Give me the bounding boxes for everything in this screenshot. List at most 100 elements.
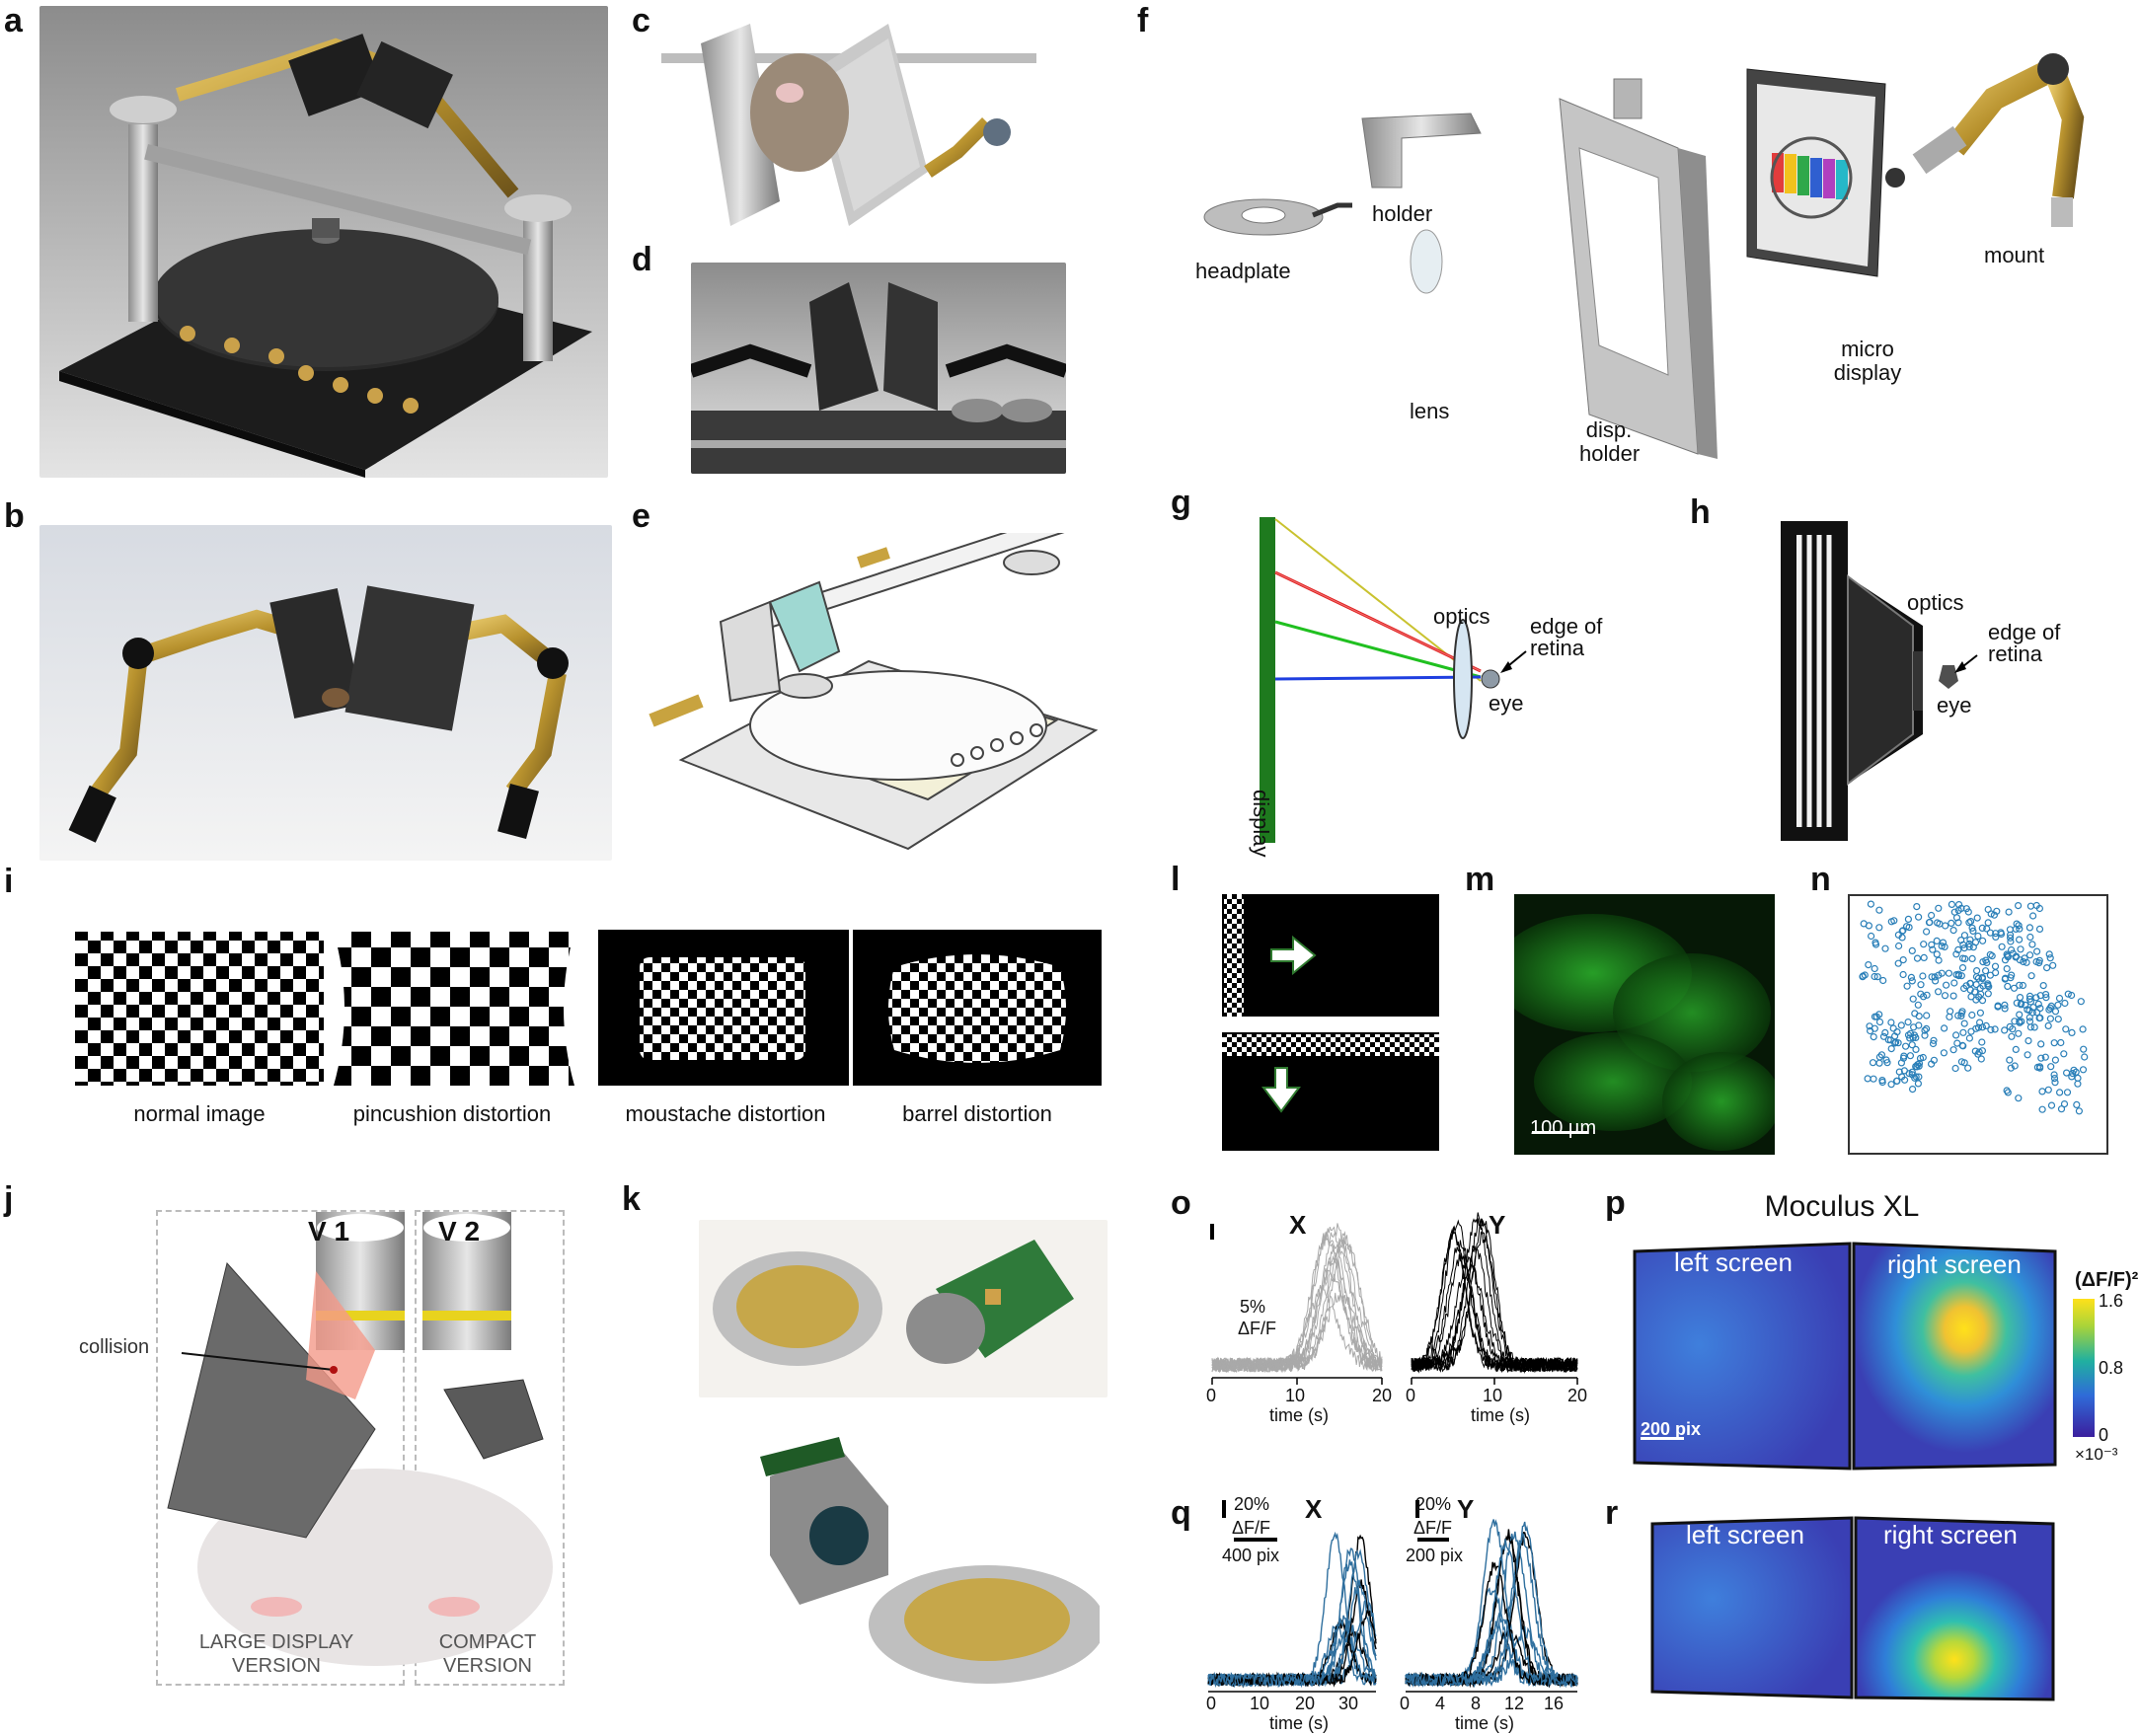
large-version-box xyxy=(156,1210,405,1686)
cell-roi-circle xyxy=(1942,981,1950,989)
mount-label: mount xyxy=(1984,243,2045,267)
compact-version-line1: COMPACT xyxy=(438,1631,537,1653)
cell-roi-circle xyxy=(1971,988,1979,996)
cell-roi-circle xyxy=(2060,1050,2068,1058)
rig-drawing-e xyxy=(632,533,1106,859)
cell-roi-circle xyxy=(1903,982,1911,990)
cell-roi-circle xyxy=(1921,1031,1929,1039)
cell-roi-circle xyxy=(1871,964,1878,973)
cell-roi-circle xyxy=(1978,1047,1986,1055)
coin-photo-top xyxy=(699,1220,1108,1397)
calcium-trace xyxy=(1207,1610,1377,1689)
r-left-label: left screen xyxy=(1686,1520,1804,1549)
cell-roi-circle xyxy=(2045,950,2053,958)
cbar-tick-low: 0 xyxy=(2099,1425,2109,1445)
cell-roi-circle xyxy=(1948,919,1955,927)
cell-roi-circle xyxy=(1875,906,1883,914)
cell-roi-circle xyxy=(1908,977,1916,985)
cell-roi-circle xyxy=(1974,974,1982,982)
q-tick-r8: 8 xyxy=(1471,1694,1482,1713)
cell-roi-circle xyxy=(2062,1025,2070,1033)
cell-roi-circle xyxy=(1962,905,1970,913)
cell-roi-circle xyxy=(2054,1015,2062,1023)
calcium-trace xyxy=(1405,1519,1578,1688)
cell-roi-circle xyxy=(1935,971,1943,979)
cell-roi-circle xyxy=(2068,991,2076,1000)
q-tick-r12: 12 xyxy=(1504,1694,1525,1713)
cell-roi-circle xyxy=(1934,988,1943,996)
cell-roi-circle xyxy=(2001,975,2009,983)
q-tick-r4: 4 xyxy=(1435,1694,1446,1713)
q-tick-r0: 0 xyxy=(1400,1694,1411,1713)
g-edge-label: edge of retina xyxy=(1530,616,1602,659)
headplate-label: headplate xyxy=(1195,259,1291,283)
cell-roi-circle xyxy=(1975,993,1983,1001)
p-scale-label: 200 pix xyxy=(1641,1419,1702,1439)
cell-roi-circle xyxy=(2007,938,2015,945)
cell-roi-circle xyxy=(2025,995,2033,1003)
cell-roi-circle xyxy=(2072,1068,2080,1076)
cell-roi-circle xyxy=(2050,1071,2058,1079)
mouse-render-j xyxy=(167,1212,553,1666)
moustache-image xyxy=(598,930,849,1086)
cell-roi-circle xyxy=(1879,976,1887,985)
disp-holder-label-line1: disp. xyxy=(1585,417,1633,442)
cell-roi-circle xyxy=(1929,1039,1938,1048)
headplate-part xyxy=(1203,198,1352,236)
cell-roi-circle xyxy=(1978,997,1987,1005)
p-left-label: left screen xyxy=(1674,1247,1793,1277)
cell-roi-circle xyxy=(2018,1000,2025,1008)
cell-roi-circle xyxy=(1867,900,1874,908)
cell-roi-circle xyxy=(1931,977,1940,985)
cell-roi-circle xyxy=(2026,933,2034,942)
panel-label-f: f xyxy=(1137,2,1149,39)
cell-roi-circle xyxy=(2025,1014,2033,1021)
cbar-exponent: ×10⁻³ xyxy=(2075,1445,2118,1464)
cell-roi-circle xyxy=(1922,928,1931,936)
r-right-label: right screen xyxy=(1883,1520,2018,1549)
cell-roi-circle xyxy=(1969,927,1977,936)
cell-roi-circle xyxy=(1966,936,1974,943)
cell-roi-circle xyxy=(2042,990,2050,999)
panel-label-m: m xyxy=(1465,861,1495,898)
cell-roi-circle xyxy=(1966,986,1974,994)
coin-photo-bottom xyxy=(691,1417,1100,1713)
cell-roi-circle xyxy=(1928,941,1936,948)
cell-roi-circle xyxy=(1992,933,2000,942)
q-scale-unit-left: ΔF/F xyxy=(1232,1518,1271,1538)
panel-label-k: k xyxy=(622,1180,641,1218)
cell-roi-circle xyxy=(1958,1008,1966,1016)
cell-roi-circle xyxy=(2051,1079,2059,1087)
cell-roi-circle xyxy=(1965,940,1973,948)
cell-roi-circle xyxy=(2001,1005,2009,1013)
calcium-trace xyxy=(1405,1539,1578,1689)
g-display-label: display xyxy=(1249,790,1273,858)
cell-roi-circle xyxy=(1976,1019,1984,1026)
cell-roi-circle xyxy=(1913,903,1921,911)
cell-roi-circle xyxy=(1900,1076,1909,1084)
cell-roi-circle xyxy=(2057,1038,2065,1047)
cell-roi-circle xyxy=(2033,1063,2041,1071)
cell-roi-circle xyxy=(1930,1036,1938,1044)
cell-roi-circle xyxy=(1870,1033,1877,1041)
cell-roi-circle xyxy=(1935,904,1943,912)
calcium-trace xyxy=(1207,1559,1377,1689)
cell-roi-circle xyxy=(2015,902,2023,910)
cell-roi-circle xyxy=(1967,993,1975,1001)
cell-roi-circle xyxy=(2025,951,2034,959)
cell-roi-circle xyxy=(1920,941,1928,948)
cell-roi-circle xyxy=(2050,1039,2058,1047)
q-tick-r16: 16 xyxy=(1544,1694,1565,1713)
large-version-line2: VERSION xyxy=(231,1655,322,1677)
cell-roi-circle xyxy=(2070,1066,2078,1074)
cell-roi-circle xyxy=(1923,991,1931,999)
disp-holder-label: disp. holder xyxy=(1579,417,1640,466)
cell-roi-circle xyxy=(1929,945,1937,953)
cell-roi-circle xyxy=(2037,1054,2045,1062)
cell-roi-circle xyxy=(1984,919,1992,927)
traces-o xyxy=(1210,1212,1578,1385)
panel-label-g: g xyxy=(1171,484,1191,521)
cell-roi-circle xyxy=(2047,1101,2056,1109)
display-bar xyxy=(1260,517,1275,843)
cell-roi-circle xyxy=(2079,1066,2088,1074)
